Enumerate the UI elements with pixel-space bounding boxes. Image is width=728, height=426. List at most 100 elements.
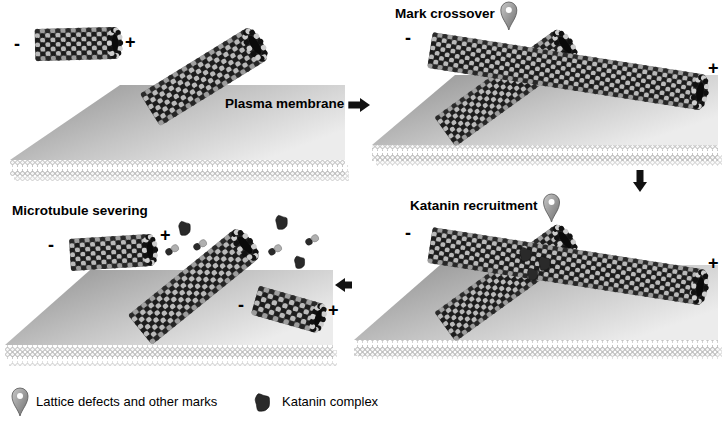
tubulin-subunit bbox=[517, 45, 523, 51]
tubulin-subunit bbox=[643, 260, 649, 266]
tubulin-subunit bbox=[477, 234, 483, 240]
tubulin-subunit bbox=[606, 68, 612, 74]
tubulin-subunit bbox=[55, 28, 60, 33]
tubulin-subunit bbox=[686, 81, 692, 87]
tubulin-subunit bbox=[46, 56, 51, 61]
tubulin-subunit bbox=[76, 32, 81, 37]
tubulin-subunit bbox=[630, 276, 636, 282]
tubulin-subunit bbox=[691, 290, 697, 296]
tubulin-subunit bbox=[446, 234, 452, 240]
tubulin-subunit bbox=[639, 91, 645, 97]
tubulin-subunit bbox=[488, 68, 494, 74]
tubulin-subunit bbox=[467, 37, 473, 43]
tubulin-subunit bbox=[527, 51, 533, 57]
tubulin-subunit bbox=[585, 70, 591, 76]
microtubule-lumen bbox=[246, 34, 263, 56]
tubulin-subunit bbox=[549, 73, 555, 79]
tubulin-subunit bbox=[481, 244, 487, 250]
tubulin-subunit bbox=[626, 71, 632, 77]
tubulin-subunit bbox=[507, 243, 513, 249]
tubulin-subunit bbox=[576, 64, 582, 70]
tubulin-subunit bbox=[473, 261, 479, 267]
tubulin-subunit bbox=[493, 264, 499, 270]
tubulin-subunit bbox=[571, 63, 577, 69]
tubulin-subunit bbox=[647, 70, 653, 76]
tubulin-subunit bbox=[497, 269, 503, 275]
tubulin-subunit bbox=[635, 82, 641, 88]
tubulin-subunit bbox=[618, 256, 624, 262]
tubulin-subunit bbox=[71, 32, 76, 37]
tubulin-subunit bbox=[495, 55, 501, 61]
tubulin-subunit bbox=[523, 73, 529, 79]
tubulin-subunit bbox=[552, 246, 558, 252]
tubulin-subunit bbox=[432, 64, 438, 70]
tubulin-subunit bbox=[621, 266, 627, 272]
tubulin-subunit bbox=[102, 32, 107, 37]
tubulin-subunit bbox=[603, 90, 609, 96]
tubulin-subunit bbox=[429, 54, 435, 60]
tubulin-subunit bbox=[551, 255, 557, 261]
tubulin-subunit bbox=[674, 287, 680, 293]
tubulin-subunit bbox=[569, 76, 575, 82]
tubulin-subunit bbox=[588, 56, 594, 62]
tubulin-subunit bbox=[559, 270, 565, 276]
tubulin-subunit bbox=[669, 291, 675, 297]
tubulin-subunit bbox=[628, 285, 634, 291]
tubulin-subunit bbox=[532, 52, 538, 58]
tubulin-subunit bbox=[436, 237, 442, 243]
tubulin-subunit bbox=[592, 61, 598, 67]
microtubule bbox=[69, 233, 159, 271]
tubulin-subunit bbox=[489, 254, 495, 260]
tubulin-subunit bbox=[428, 254, 434, 260]
tubulin-subunit bbox=[632, 263, 638, 269]
tubulin-subunit bbox=[504, 261, 510, 267]
tubulin-subunit bbox=[87, 41, 92, 46]
tubulin-subunit bbox=[622, 261, 628, 267]
tubulin-subunit bbox=[457, 263, 463, 269]
tubulin-subunit bbox=[677, 270, 683, 276]
tubulin-subunit bbox=[558, 278, 564, 284]
tubulin-subunit bbox=[474, 61, 480, 67]
tubulin-subunit bbox=[555, 65, 561, 71]
tubulin-subunit bbox=[451, 40, 457, 46]
tubulin-subunit bbox=[527, 242, 533, 248]
tubulin-subunit bbox=[517, 50, 523, 56]
tubulin-subunit bbox=[596, 67, 602, 73]
tubulin-subunit bbox=[430, 240, 436, 246]
tubulin-subunit bbox=[443, 256, 449, 262]
tubulin-subunit bbox=[91, 255, 96, 260]
tubulin-subunit bbox=[575, 68, 581, 74]
tubulin-subunit bbox=[492, 46, 498, 52]
tubulin-subunit bbox=[492, 268, 498, 274]
tubulin-subunit bbox=[82, 55, 87, 60]
tubulin-subunit bbox=[553, 83, 559, 89]
tubulin-subunit bbox=[498, 265, 504, 271]
tubulin-subunit bbox=[449, 57, 455, 63]
tubulin-subunit bbox=[522, 46, 528, 52]
tubulin-subunit bbox=[97, 45, 102, 50]
tubulin-subunit bbox=[486, 49, 492, 55]
tubulin-subunit bbox=[478, 66, 484, 72]
tubulin-subunit bbox=[673, 264, 679, 270]
tubulin-subunit bbox=[488, 263, 494, 269]
tubulin-subunit bbox=[576, 259, 582, 265]
tubulin-subunit bbox=[678, 265, 684, 271]
tubulin-subunit bbox=[659, 95, 665, 101]
tubulin-subunit bbox=[86, 27, 91, 32]
tubulin-subunit bbox=[623, 94, 629, 100]
tubulin-subunit bbox=[674, 92, 680, 98]
tubulin-subunit bbox=[626, 76, 632, 82]
tubulin-subunit bbox=[71, 266, 76, 271]
tubulin-subunit bbox=[608, 59, 614, 65]
tubulin-subunit bbox=[80, 256, 85, 261]
tubulin-subunit bbox=[656, 275, 662, 281]
tubulin-subunit bbox=[432, 259, 438, 265]
tubulin-subunit bbox=[429, 245, 435, 251]
tubulin-subunit bbox=[457, 231, 463, 237]
tubulin-subunit bbox=[452, 262, 458, 268]
tubulin-subunit bbox=[35, 33, 40, 38]
tubulin-subunit bbox=[76, 261, 81, 266]
tubulin-subunit bbox=[642, 264, 648, 270]
tubulin-subunit bbox=[611, 69, 617, 75]
tubulin-subunit bbox=[478, 261, 484, 267]
